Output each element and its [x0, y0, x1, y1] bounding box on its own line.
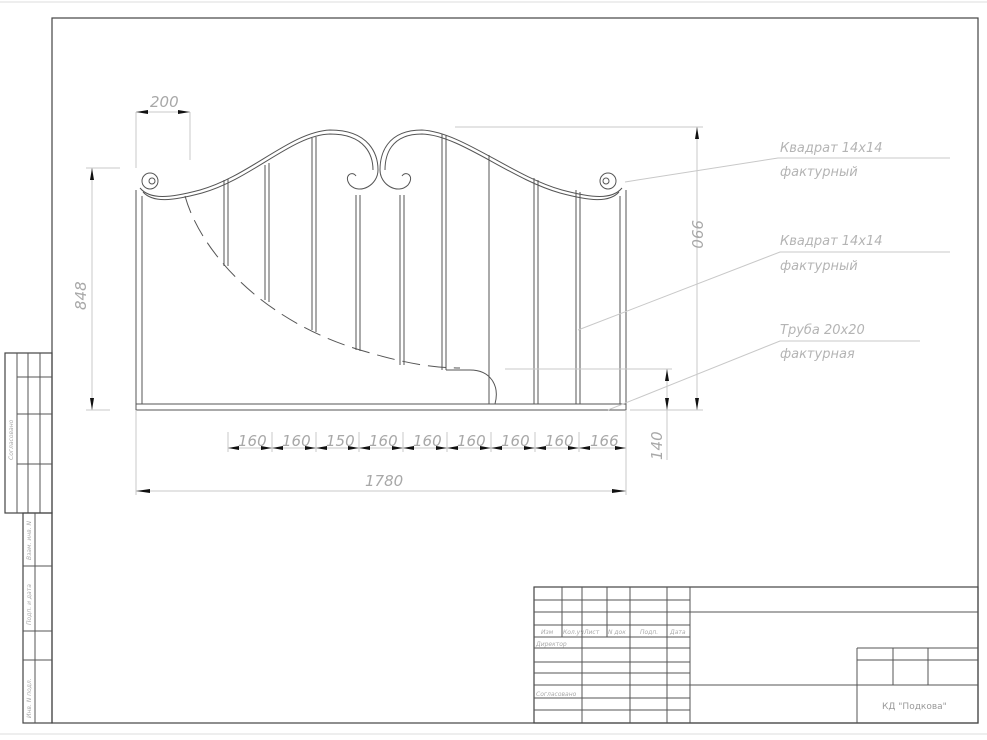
dimensions: 200 848 990 140 160 160 150 160 160 160 …	[72, 93, 706, 495]
dimension-arrow	[615, 446, 626, 450]
dimension-arrow	[579, 446, 590, 450]
callout-2-line2: фактурный	[780, 259, 858, 274]
dim-spacing: 150	[326, 432, 355, 450]
hidden-curve	[184, 195, 461, 369]
dim-spacing: 166	[590, 432, 619, 450]
dimension-arrow	[436, 446, 447, 450]
dimension-arrow	[228, 446, 239, 450]
dimension-arrow	[392, 446, 403, 450]
side-strip: Согласовано Взам. инв. N Подп. и дата Ин…	[4, 352, 53, 724]
gate-drawing	[135, 129, 627, 411]
dimension-arrow	[480, 446, 491, 450]
dim-spacing: 160	[282, 432, 311, 450]
scroll-right	[599, 172, 617, 190]
left-post	[135, 190, 143, 410]
top-rail-left	[139, 129, 379, 197]
right-post	[619, 190, 627, 410]
dimension-arrow	[359, 446, 370, 450]
dimension-arrow	[261, 446, 272, 450]
dimension-arrow	[524, 446, 535, 450]
side-approved-label: Согласовано	[8, 419, 15, 460]
tb-header-sign: Подп.	[640, 629, 658, 636]
tb-company: КД "Подкова"	[882, 702, 947, 712]
tb-director: Директор	[535, 641, 567, 648]
dim-848: 848	[72, 281, 90, 310]
dimension-arrow	[348, 446, 359, 450]
scroll-left	[141, 172, 159, 190]
title-block: Изм Кол.уч Лист N док Подп. Дата Директо…	[533, 586, 979, 724]
tb-header-kolvo: Кол.уч	[563, 629, 584, 636]
dimension-arrow	[568, 446, 579, 450]
dim-spacing: 160	[369, 432, 398, 450]
callouts: Квадрат 14х14 фактурный Квадрат 14х14 фа…	[577, 141, 950, 411]
dim-spacing: 160	[413, 432, 442, 450]
tb-approved: Согласовано	[536, 691, 577, 698]
callout-2-line1: Квадрат 14х14	[780, 234, 883, 249]
tb-header-list: Лист	[583, 629, 600, 636]
dim-spacing: 160	[501, 432, 530, 450]
side-inv-orig-label: Инв. N подл.	[26, 678, 33, 718]
tb-header-date: Дата	[669, 629, 686, 636]
drawing-frame	[51, 17, 979, 724]
dim-140: 140	[648, 431, 666, 460]
dim-spacing: 160	[545, 432, 574, 450]
dim-spacing: 160	[238, 432, 267, 450]
callout-1-line2: фактурный	[780, 165, 858, 180]
side-replaced-inv-label: Взам. инв. N	[26, 521, 33, 560]
callout-3-line1: Труба 20х20	[780, 323, 865, 338]
dim-990: 990	[688, 220, 706, 249]
top-rail-right	[379, 129, 623, 197]
dimension-arrow	[316, 446, 327, 450]
dimension-arrow	[535, 446, 546, 450]
side-sign-date-label: Подп. и дата	[26, 584, 33, 625]
tb-header-izm: Изм	[541, 629, 554, 636]
dimension-arrow	[491, 446, 502, 450]
dim-spacing: 160	[457, 432, 486, 450]
callout-1-line1: Квадрат 14х14	[780, 141, 883, 156]
dimension-arrow	[305, 446, 316, 450]
dim-200: 200	[150, 93, 179, 111]
dimension-arrow	[403, 446, 414, 450]
dim-1780: 1780	[365, 472, 403, 490]
tb-header-ndoc: N док	[608, 629, 626, 636]
bottom-rail	[135, 403, 627, 411]
callout-3-line2: фактурная	[780, 347, 855, 362]
dimension-arrow	[447, 446, 458, 450]
dimension-arrow	[272, 446, 283, 450]
